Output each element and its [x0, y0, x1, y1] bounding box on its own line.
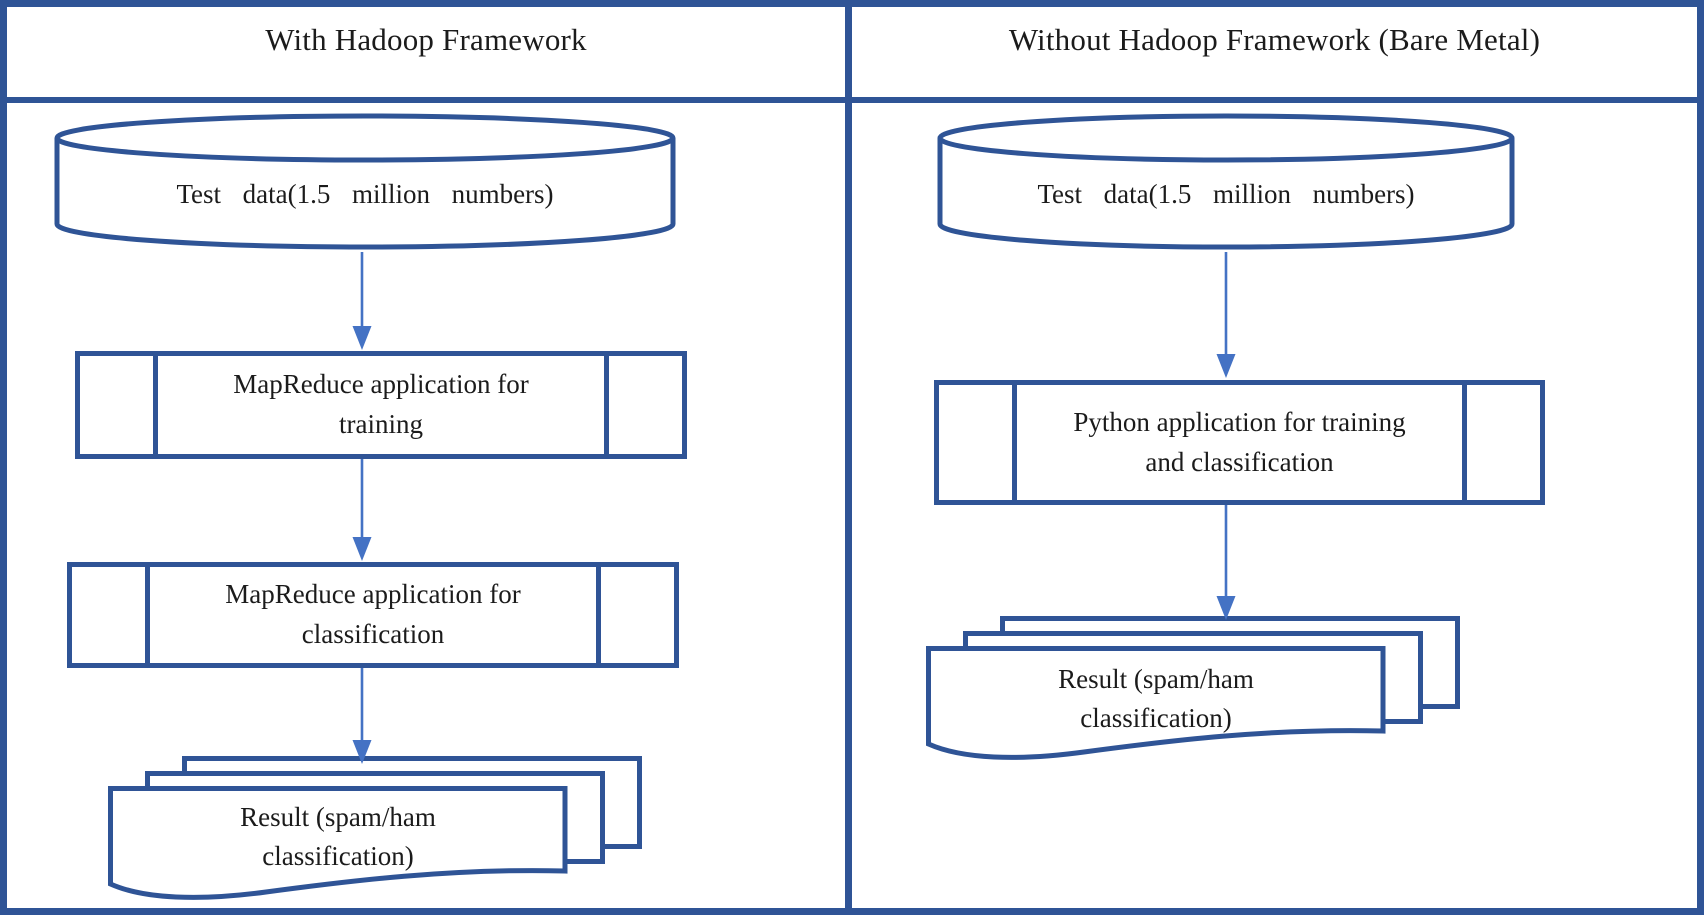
- header-separator: [0, 97, 1704, 103]
- document-label: Result (spam/ham classification): [240, 802, 436, 872]
- process-left-bar: [1012, 385, 1017, 500]
- process-right-bar: [596, 567, 601, 663]
- right-result-documents: Result (spam/ham classification): [926, 616, 1461, 766]
- document-label: Result (spam/ham classification): [1058, 664, 1254, 734]
- left-result-documents: Result (spam/ham classification): [108, 756, 643, 906]
- process-right-bar: [1462, 385, 1467, 500]
- down-arrow-icon: [350, 459, 374, 561]
- mapreduce-training-process: MapReduce application for training: [75, 351, 687, 459]
- process-label: MapReduce application for classification: [225, 579, 521, 649]
- down-arrow-icon: [1214, 505, 1238, 620]
- python-application-process: Python application for training and clas…: [934, 380, 1545, 505]
- mapreduce-classification-process: MapReduce application for classification: [67, 562, 679, 668]
- left-panel-title: With Hadoop Framework: [265, 22, 587, 57]
- right-panel-title: Without Hadoop Framework (Bare Metal): [1008, 22, 1541, 57]
- right-test-data-datastore: Test data(1.5 million numbers): [936, 113, 1516, 251]
- down-arrow-icon: [350, 252, 374, 350]
- datastore-label: Test data(1.5 million numbers): [1037, 178, 1415, 209]
- process-right-bar: [604, 356, 609, 454]
- multi-document-shape: [926, 616, 1460, 760]
- multi-document-shape: [108, 756, 642, 900]
- datastore-label: Test data(1.5 million numbers): [176, 178, 554, 209]
- cylinder-shape: [937, 113, 1515, 250]
- down-arrow-icon: [1214, 252, 1238, 378]
- panel-divider: [845, 0, 852, 915]
- down-arrow-icon: [350, 668, 374, 764]
- left-test-data-datastore: Test data(1.5 million numbers): [53, 113, 677, 251]
- process-left-bar: [153, 356, 158, 454]
- process-label: MapReduce application for training: [233, 369, 529, 439]
- process-label: Python application for training and clas…: [1073, 406, 1406, 477]
- cylinder-shape: [54, 113, 676, 250]
- process-left-bar: [145, 567, 150, 663]
